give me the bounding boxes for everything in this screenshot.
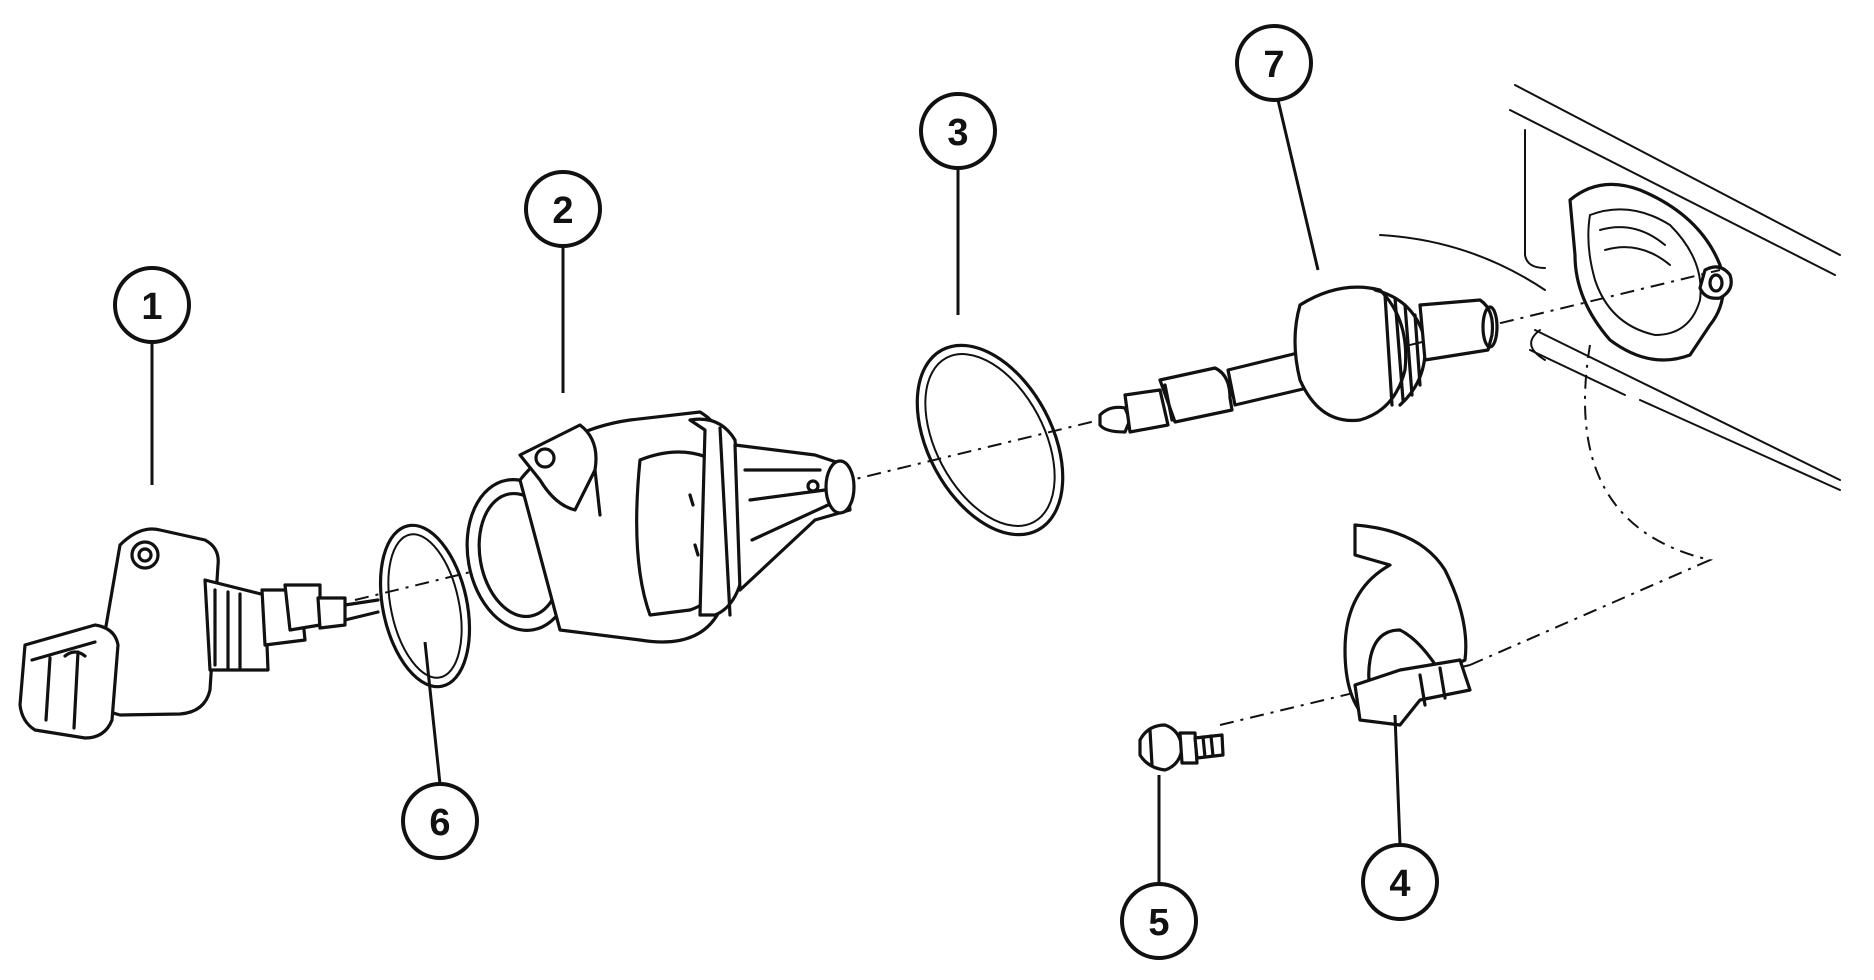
leader-4 bbox=[1393, 714, 1402, 846]
leader-6 bbox=[423, 641, 442, 785]
speed-sensor bbox=[18, 527, 380, 740]
callout-7: 7 bbox=[1235, 24, 1313, 102]
leader-7 bbox=[1276, 99, 1320, 271]
callout-3-label: 3 bbox=[947, 112, 968, 154]
callout-3: 3 bbox=[919, 92, 997, 170]
retainer-clip bbox=[1343, 523, 1472, 727]
driven-gear-shaft bbox=[1098, 285, 1499, 434]
callout-6-label: 6 bbox=[429, 802, 450, 844]
transmission-case bbox=[1379, 84, 1841, 491]
callout-5: 5 bbox=[1120, 882, 1198, 960]
callout-2: 2 bbox=[524, 170, 602, 248]
callout-4: 4 bbox=[1361, 843, 1439, 921]
callout-1: 1 bbox=[113, 266, 191, 344]
callout-7-label: 7 bbox=[1263, 44, 1284, 86]
callout-1-label: 1 bbox=[141, 286, 162, 328]
large-o-ring bbox=[915, 343, 1065, 537]
callout-2-label: 2 bbox=[552, 190, 573, 232]
hex-bolt bbox=[1138, 723, 1225, 772]
callout-4-label: 4 bbox=[1389, 863, 1410, 905]
small-o-ring bbox=[378, 523, 472, 689]
gear-retainer-housing bbox=[465, 410, 856, 644]
leader-lines bbox=[150, 99, 1402, 884]
callout-6: 6 bbox=[401, 782, 479, 860]
callout-5-label: 5 bbox=[1148, 902, 1169, 944]
